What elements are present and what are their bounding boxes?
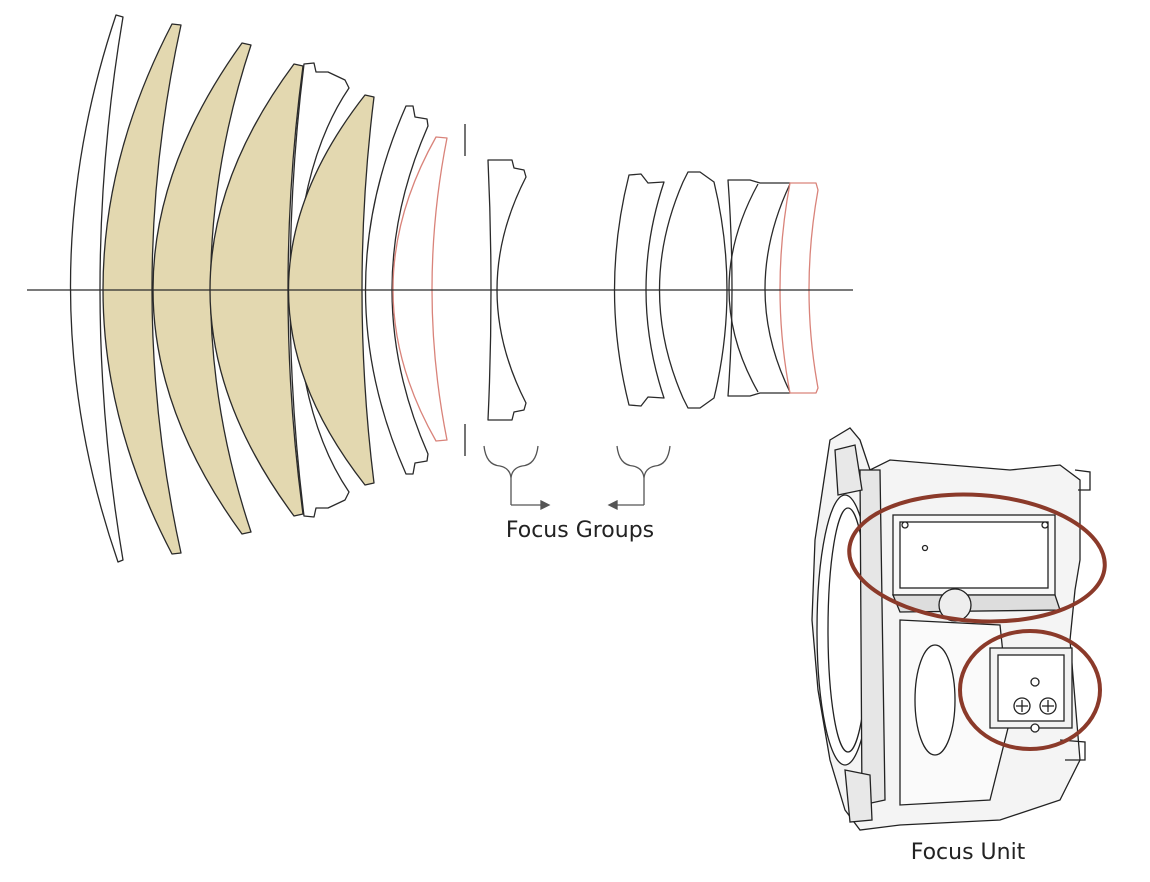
lens-elements bbox=[69, 14, 819, 563]
focus-unit-label: Focus Unit bbox=[910, 840, 1026, 865]
arrow-left-icon bbox=[607, 499, 618, 511]
callout-motor-upper bbox=[847, 492, 1107, 624]
callout-motor-lower bbox=[958, 629, 1102, 751]
lens-element-3 bbox=[152, 42, 252, 535]
lens-element-13 bbox=[779, 182, 819, 394]
lens-element-1 bbox=[69, 14, 124, 563]
focus-unit-drawing bbox=[811, 427, 1091, 831]
bracket-2 bbox=[616, 445, 671, 505]
lens-element-8 bbox=[392, 136, 448, 442]
lens-element-7 bbox=[364, 105, 429, 475]
doublet-interface bbox=[728, 183, 759, 393]
lens-element-2 bbox=[102, 23, 182, 555]
arrow-right-icon bbox=[540, 499, 551, 511]
focus-groups-label: Focus Groups bbox=[505, 518, 655, 543]
focus-group-1-element bbox=[487, 159, 527, 421]
focus-group-brackets bbox=[483, 445, 671, 511]
bracket-1 bbox=[483, 445, 539, 505]
doublet-interface-2 bbox=[764, 183, 791, 393]
callout-circles bbox=[847, 492, 1107, 751]
